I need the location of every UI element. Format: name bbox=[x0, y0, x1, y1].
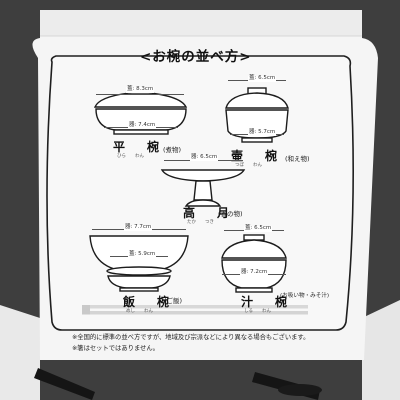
takatsuki-name: 高 月 bbox=[183, 206, 235, 220]
shiru-wan-type: (お吸い物・みそ汁) bbox=[280, 293, 330, 299]
takatsuki-type: (香の物) bbox=[218, 210, 243, 218]
footnote-arrangement: ※全国的に標準の並べ方ですが、地域及び宗派などにより異なる場合もございます。 bbox=[72, 334, 310, 341]
hira-lid-dimension-line bbox=[96, 94, 184, 95]
takatsuki-dimension: 器: 6.5cm bbox=[190, 154, 219, 161]
meshi-wan-type: (ご飯) bbox=[164, 297, 183, 305]
tsubo-wan-name: 壷 椀 bbox=[231, 149, 283, 163]
hira-lid-dimension: 蓋: 8.3cm bbox=[126, 86, 155, 93]
meshi-lid-dimension: 蓋: 5.9cm bbox=[128, 251, 157, 258]
tsubo-wan-ruby: つぼ わん bbox=[235, 163, 262, 168]
takatsuki-ruby: たか つき bbox=[187, 220, 214, 225]
footnote-chopsticks: ※箸はセットではありません。 bbox=[72, 345, 159, 352]
hira-wan-type: (煮物) bbox=[163, 146, 182, 154]
tsubo-lid-dimension: 蓋: 6.5cm bbox=[248, 75, 277, 82]
meshi-wan-ruby: めし わん bbox=[126, 309, 153, 314]
tsubo-bowl-dimension: 器: 5.7cm bbox=[248, 129, 277, 136]
takatsuki-dimension-line bbox=[164, 160, 242, 161]
shiru-wan-ruby: しる わん bbox=[244, 309, 271, 314]
shiru-lid-dimension: 蓋: 6.5cm bbox=[244, 225, 273, 232]
hira-wan-name: 平 椀 bbox=[113, 140, 165, 154]
meshi-bowl-dimension: 器: 7.7cm bbox=[124, 224, 153, 231]
hira-wan-ruby: ひら わん bbox=[117, 154, 144, 159]
shiru-bowl-dimension: 器: 7.2cm bbox=[240, 269, 269, 276]
hira-bowl-dimension: 器: 7.4cm bbox=[128, 122, 157, 129]
meshi-wan-name: 飯 椀 bbox=[123, 295, 175, 309]
shiru-wan-name: 汁 椀 bbox=[241, 295, 293, 309]
card-title: <お椀の並べ方> bbox=[140, 49, 252, 65]
tsubo-wan-type: (和え物) bbox=[285, 155, 310, 163]
